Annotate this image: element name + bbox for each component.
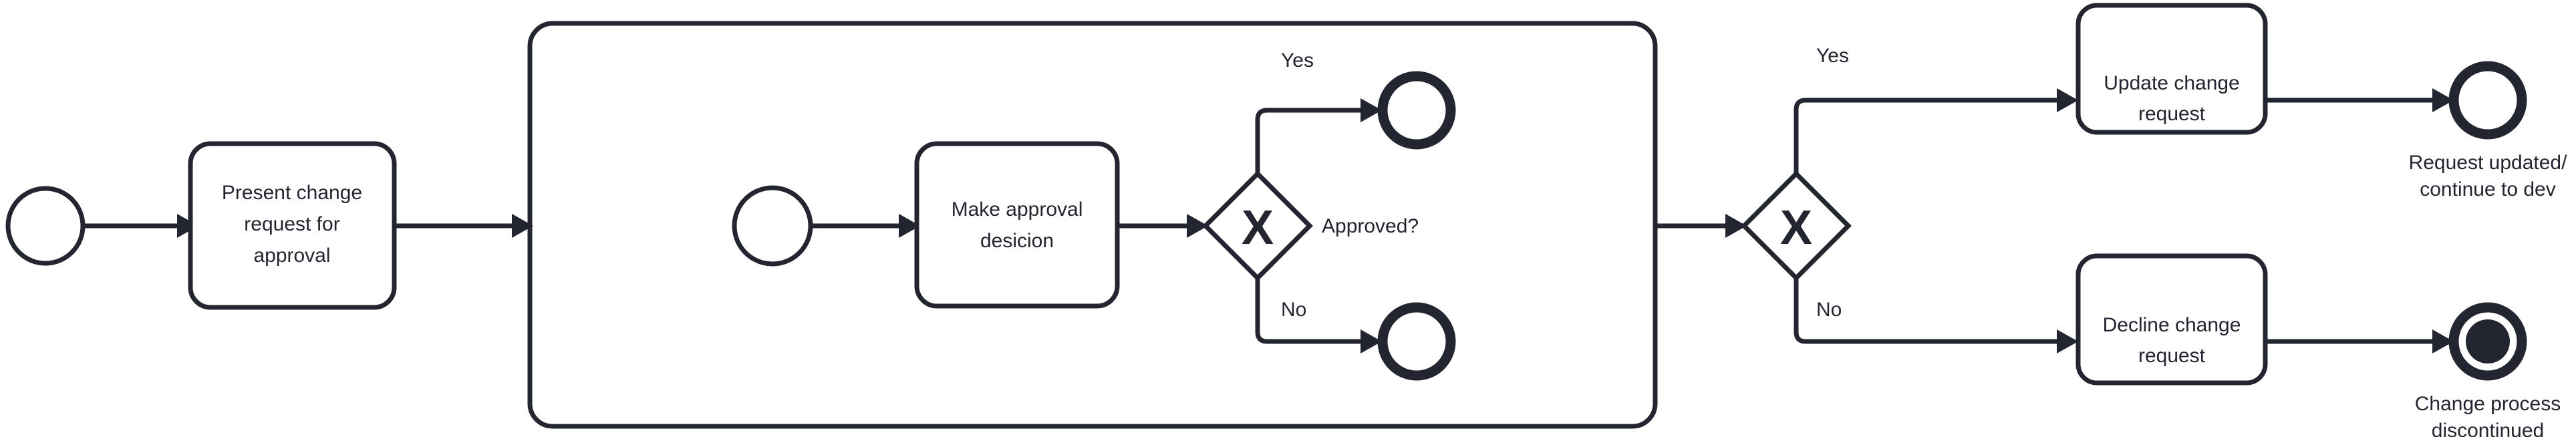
end-event-change-discontinued-caption-line-2: discontinued <box>2432 420 2544 437</box>
flow-substart-to-decision <box>811 214 920 238</box>
flow-present-to-subprocess <box>394 214 533 238</box>
gateway-outcome-x-marker: X <box>1780 201 1812 255</box>
task-present-change-request-line-1: Present change <box>222 182 362 204</box>
flow-update-to-end <box>2265 88 2454 112</box>
arrow-head <box>512 214 533 238</box>
terminate-marker-icon <box>2466 319 2510 363</box>
flow-outcome-no-to-decline <box>1794 278 2078 353</box>
arrow-head <box>1361 98 1382 122</box>
gateway-approved-diamond[interactable] <box>1202 170 1313 281</box>
task-make-approval-decision[interactable]: Make approval desicion <box>914 141 1120 309</box>
task-decline-change-request[interactable]: Decline change request <box>2076 253 2268 386</box>
arrow-head <box>1361 329 1382 353</box>
task-update-change-request-line-2: request <box>2138 103 2206 125</box>
arrow-head <box>2057 329 2078 353</box>
task-update-change-request[interactable]: Update change request <box>2076 3 2268 135</box>
end-event-change-discontinued-caption-line-1: Change process <box>2415 393 2561 415</box>
end-event-request-updated-circle[interactable] <box>2448 61 2527 140</box>
flow-gateway-no-to-subend-bottom <box>1255 278 1382 353</box>
flow-start-to-present <box>84 214 198 238</box>
flow-outcome-yes-to-update <box>1794 88 2078 174</box>
task-decline-change-request-box[interactable] <box>2076 253 2268 386</box>
gateway-approved-yes-label: Yes <box>1281 49 1314 71</box>
task-decline-change-request-line-2: request <box>2138 345 2206 367</box>
start-event[interactable] <box>5 186 86 266</box>
arrow-head <box>177 214 198 238</box>
task-update-change-request-line-1: Update change <box>2104 72 2240 94</box>
arrow-head <box>2057 88 2078 112</box>
task-present-change-request-box[interactable] <box>188 141 397 310</box>
gateway-approved-x-marker: X <box>1242 201 1274 255</box>
gateway-outcome-diamond[interactable] <box>1741 170 1852 281</box>
end-event-change-discontinued[interactable]: Change process discontinued <box>2415 302 2561 437</box>
gateway-approved-label: Approved? <box>1322 215 1419 237</box>
subprocess-end-event-no[interactable] <box>1377 302 1456 381</box>
end-event-request-updated[interactable]: Request updated/ continue to dev <box>2409 61 2568 200</box>
gateway-outcome-yes-label: Yes <box>1816 45 1849 67</box>
arrow-head <box>1725 214 1747 238</box>
arrow-head <box>2432 88 2454 112</box>
task-update-change-request-box[interactable] <box>2076 3 2268 135</box>
gateway-outcome-no-label: No <box>1816 299 1842 321</box>
gateway-outcome[interactable]: X <box>1741 170 1852 281</box>
task-make-approval-decision-box[interactable] <box>914 141 1120 309</box>
task-make-approval-decision-line-1: Make approval <box>952 198 1083 221</box>
flow-decision-to-gateway <box>1117 214 1208 238</box>
task-decline-change-request-line-1: Decline change <box>2103 314 2241 336</box>
arrow-head <box>2432 329 2454 353</box>
arrow-head <box>1187 214 1208 238</box>
task-present-change-request[interactable]: Present change request for approval <box>188 141 397 310</box>
task-present-change-request-line-2: request for <box>244 213 339 235</box>
end-event-request-updated-caption-line-1: Request updated/ <box>2409 152 2568 174</box>
flow-subprocess-to-outcome-gateway <box>1655 214 1747 238</box>
flow-gateway-yes-to-subend-top <box>1255 98 1382 174</box>
gateway-approved-no-label: No <box>1281 299 1306 321</box>
subprocess-start-event[interactable] <box>732 185 813 267</box>
end-event-request-updated-caption-line-2: continue to dev <box>2420 178 2555 200</box>
arrow-head <box>899 214 920 238</box>
subprocess-end-event-yes[interactable] <box>1377 71 1456 150</box>
flow-decline-to-terminate-end <box>2265 329 2454 353</box>
task-make-approval-decision-line-2: desicion <box>980 230 1054 252</box>
task-present-change-request-line-3: approval <box>253 245 330 267</box>
gateway-approved[interactable]: X Approved? <box>1202 170 1419 281</box>
